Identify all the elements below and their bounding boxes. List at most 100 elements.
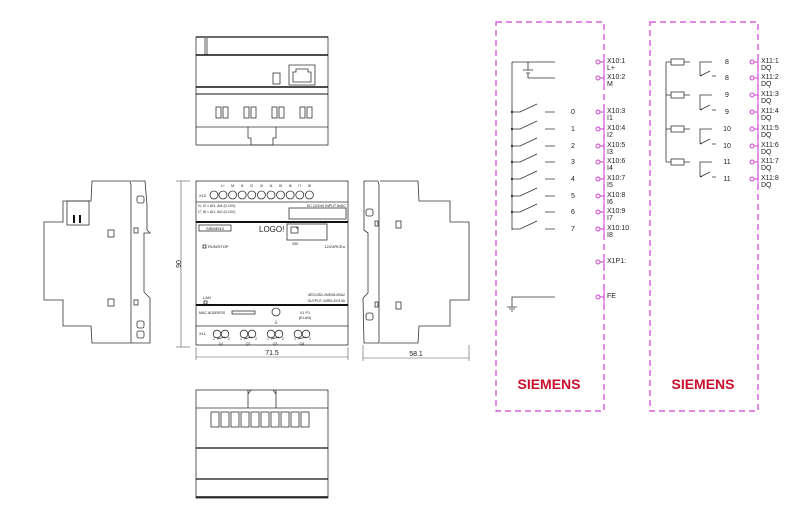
channel-number: 10 bbox=[723, 143, 731, 150]
bottom-view bbox=[195, 389, 329, 499]
channel-number: 7 bbox=[571, 226, 575, 233]
terminal-screw bbox=[210, 411, 220, 428]
switch-contact-icon bbox=[512, 220, 555, 230]
signal-label: I4 bbox=[607, 165, 613, 172]
switch-contact-icon bbox=[512, 153, 555, 163]
analog-note-1: I1, I2 = AI3, AI4 (0-10V) bbox=[198, 204, 235, 208]
signal-label: M bbox=[607, 81, 613, 88]
voltage-label: 12/24RCEo bbox=[324, 244, 345, 249]
logo-product-label: LOGO! bbox=[259, 225, 284, 234]
siemens-logo-inputs: SIEMENS bbox=[517, 376, 580, 392]
terminal-icon bbox=[595, 176, 601, 182]
dimension-width: 71.5 bbox=[265, 350, 279, 357]
terminal-icon bbox=[749, 92, 755, 98]
terminal-screw bbox=[280, 411, 290, 428]
relay-contact-icon bbox=[216, 336, 226, 340]
terminal-icon bbox=[595, 126, 601, 132]
mac-address-label: MAC ADDRESS bbox=[199, 311, 226, 315]
output-label: Q3 bbox=[273, 342, 278, 346]
terminal-label: X11:8 bbox=[761, 175, 779, 182]
card-slot bbox=[286, 223, 328, 241]
analog-note-2: I7, I8 = AI1, AI2 (0-10V) bbox=[198, 210, 235, 214]
terminal-label: X10:5 bbox=[607, 142, 625, 149]
terminal-screw bbox=[295, 190, 305, 200]
terminal-screw bbox=[230, 411, 240, 428]
contact-number: 2 bbox=[309, 337, 311, 341]
terminal-screw bbox=[256, 190, 266, 200]
channel-number: 9 bbox=[725, 92, 729, 99]
dimension-height: 90 bbox=[176, 260, 183, 268]
terminal-label: X11:6 bbox=[761, 142, 779, 149]
signal-label: DQ bbox=[761, 132, 772, 139]
channel-number: 1 bbox=[571, 126, 575, 133]
terminal-label: X10:7 bbox=[607, 175, 625, 182]
signal-label: I8 bbox=[607, 232, 613, 239]
terminal-screw bbox=[266, 190, 276, 200]
terminal-label: X10:2 bbox=[607, 74, 625, 81]
port-sub-label: (ELAN) bbox=[299, 316, 312, 320]
siemens-plate: SIEMENS bbox=[206, 226, 224, 231]
terminal-screw bbox=[220, 411, 230, 428]
terminal-icon bbox=[749, 126, 755, 132]
signal-label: I3 bbox=[607, 149, 613, 156]
signal-label: DQ bbox=[761, 182, 772, 189]
dimension-depth: 58.1 bbox=[409, 351, 423, 358]
terminal-icon bbox=[749, 143, 755, 149]
relay-coil-icon bbox=[670, 58, 685, 66]
lan-label: LAN bbox=[203, 295, 211, 300]
channel-number: 8 bbox=[725, 59, 729, 66]
contact-number: 1 bbox=[294, 337, 296, 341]
relay-contact-icon bbox=[270, 336, 280, 340]
run-stop-label: RUN/STOP bbox=[208, 244, 229, 249]
siemens-logo-outputs: SIEMENS bbox=[671, 376, 734, 392]
input-terminal-label: I4 bbox=[270, 184, 273, 188]
switch-contact-icon bbox=[512, 203, 555, 213]
contact-number: 1 bbox=[267, 337, 269, 341]
terminal-screw bbox=[271, 106, 278, 119]
ground-icon bbox=[507, 296, 555, 312]
terminal-label: X11:7 bbox=[761, 158, 779, 165]
relay-coil-icon bbox=[670, 91, 685, 99]
terminal-screw bbox=[222, 106, 229, 119]
inputs-schematic-panel: X10:1L+X10:2MX10:3I10X10:4I21X10:5I32X10… bbox=[495, 21, 629, 412]
terminal-label: X11:4 bbox=[761, 108, 779, 115]
input-terminal-label: I2 bbox=[250, 184, 253, 188]
terminal-icon bbox=[595, 259, 601, 265]
input-terminal-label: I1 bbox=[241, 184, 244, 188]
terminal-screw bbox=[247, 329, 257, 339]
terminal-screw bbox=[209, 190, 219, 200]
input-connector-label: X10 bbox=[199, 193, 207, 198]
terminal-screw bbox=[250, 106, 257, 119]
channel-number: 3 bbox=[571, 159, 575, 166]
left-side-view: 90 bbox=[43, 180, 190, 348]
channel-number: 9 bbox=[725, 109, 729, 116]
relay-coil-icon bbox=[670, 125, 685, 133]
terminal-label: X10:3 bbox=[607, 108, 625, 115]
terminal-screw bbox=[299, 106, 306, 119]
signal-label: I6 bbox=[607, 199, 613, 206]
switch-contact-icon bbox=[512, 103, 555, 113]
terminal-label: X10:6 bbox=[607, 158, 625, 165]
contact-number: 2 bbox=[228, 337, 230, 341]
channel-number: 2 bbox=[571, 143, 575, 150]
relay-contact-icon bbox=[699, 161, 716, 178]
input-terminal-label: L+ bbox=[221, 184, 225, 188]
switch-contact-icon bbox=[512, 187, 555, 197]
input-spec: DC 12/24V INPUT 8xDC bbox=[307, 204, 347, 208]
terminal-screw bbox=[215, 106, 222, 119]
terminal-icon bbox=[749, 75, 755, 81]
input-terminal-label: M bbox=[231, 184, 234, 188]
switch-contact-icon bbox=[512, 137, 555, 147]
channel-number: 10 bbox=[723, 126, 731, 133]
signal-label: DQ bbox=[761, 115, 772, 122]
terminal-screw bbox=[247, 190, 257, 200]
relay-contact-icon bbox=[243, 336, 253, 340]
terminal-icon bbox=[749, 176, 755, 182]
relay-contact-icon bbox=[699, 61, 716, 77]
output-label: Q1 bbox=[219, 342, 224, 346]
card-slot-label: X50 bbox=[292, 242, 298, 246]
terminal-label: X10:10 bbox=[607, 225, 629, 232]
order-number: 6ED1052-2MD08-0BA2 bbox=[308, 293, 345, 297]
terminal-screw bbox=[290, 411, 300, 428]
terminal-icon bbox=[595, 59, 601, 65]
